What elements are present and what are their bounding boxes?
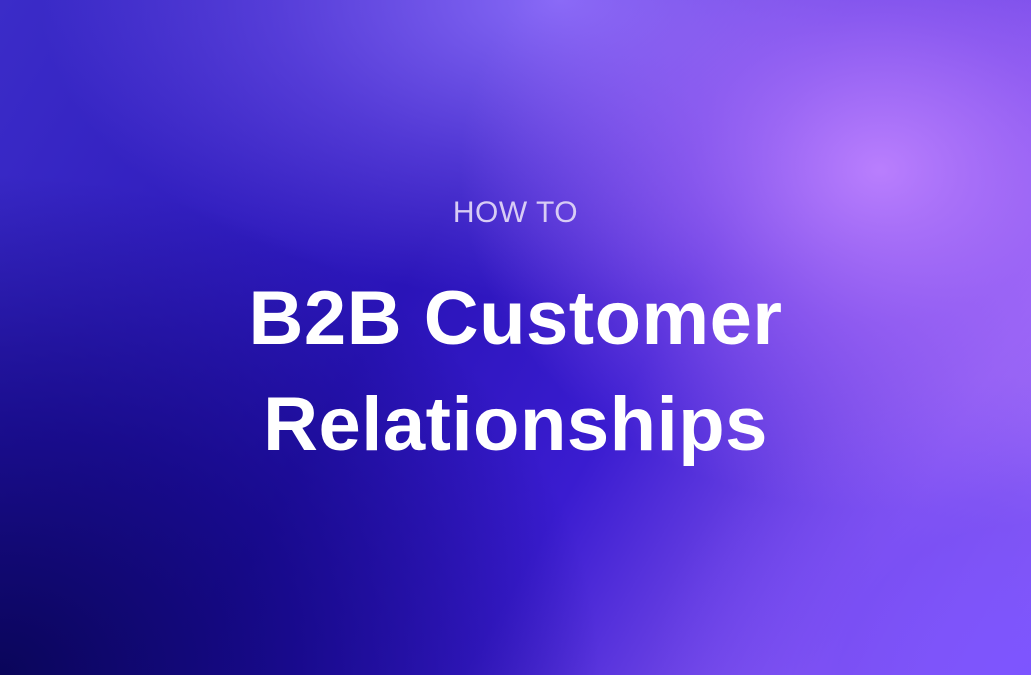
hero-title: B2B Customer Relationships bbox=[0, 266, 1031, 478]
eyebrow-label: HOW TO bbox=[452, 196, 579, 229]
hero-title-line-1: B2B Customer bbox=[248, 276, 783, 361]
hero-title-line-2: Relationships bbox=[263, 382, 768, 467]
